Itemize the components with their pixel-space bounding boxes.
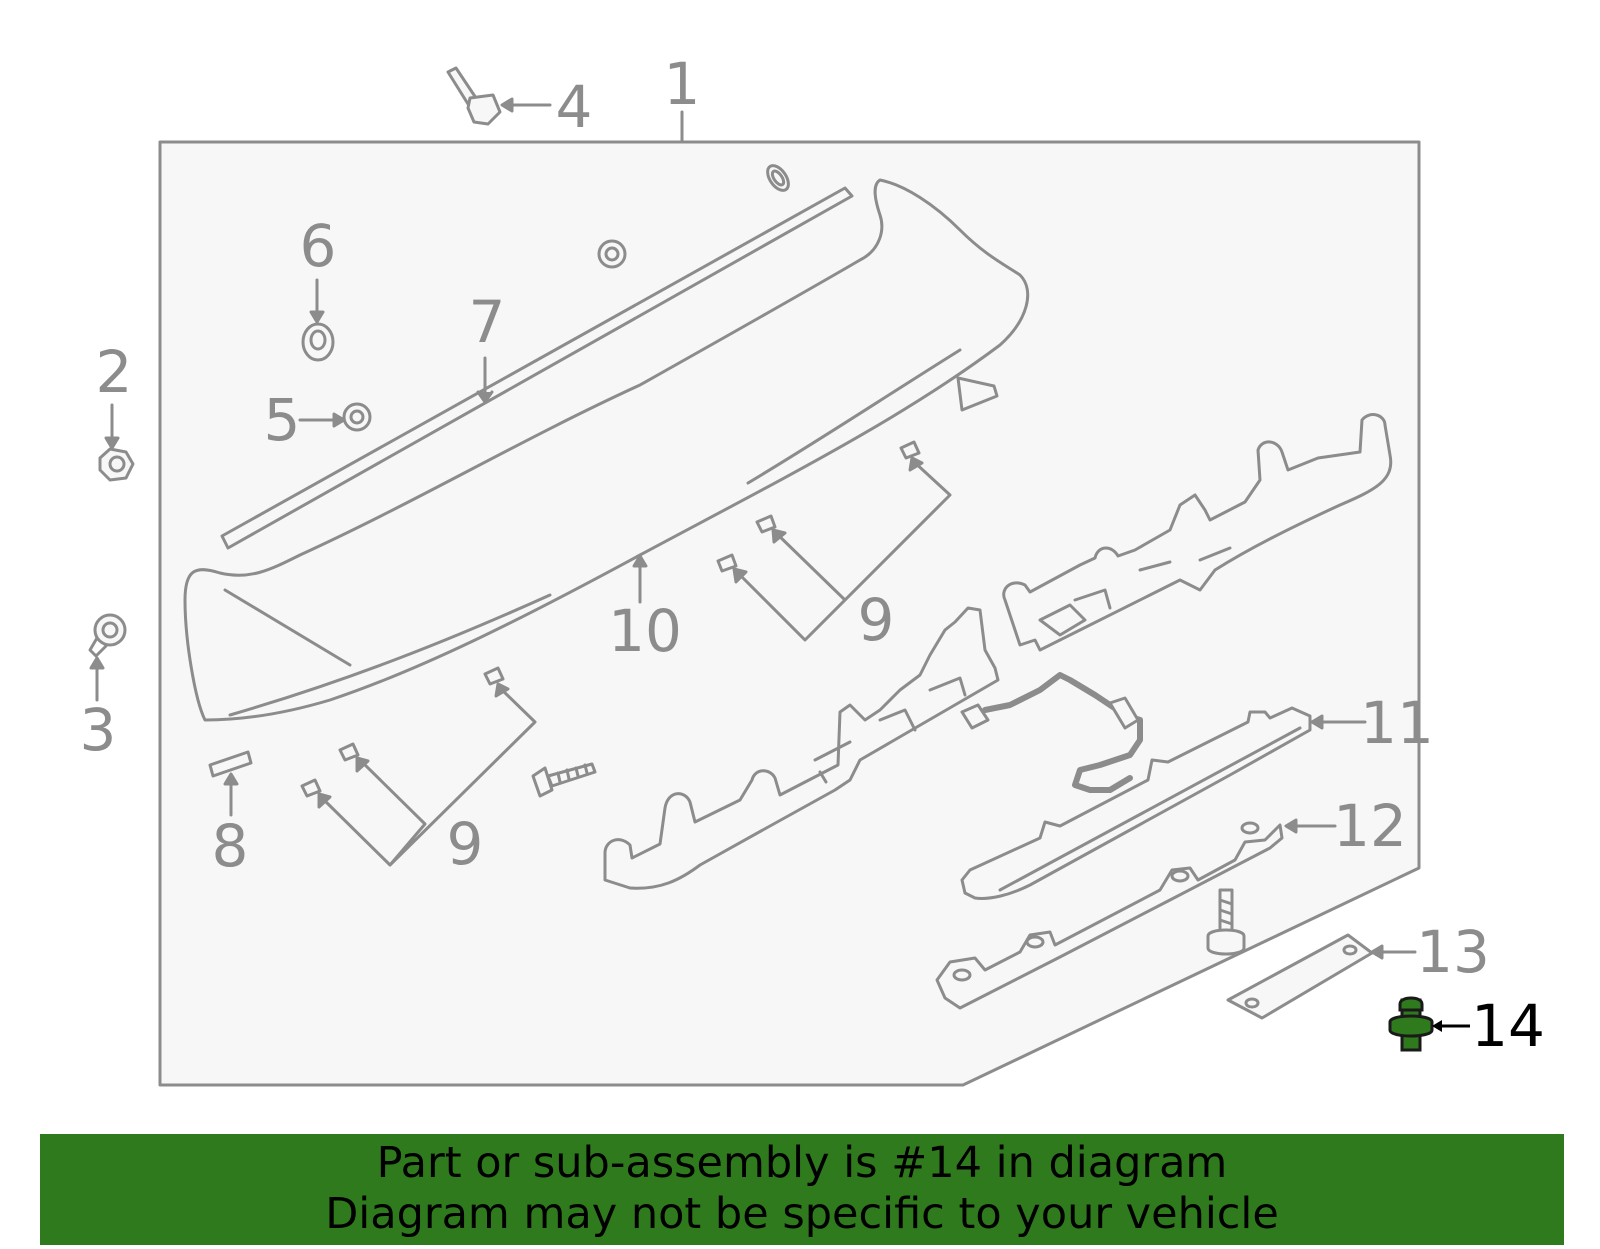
arrow-5 [332, 412, 346, 428]
screw-small [531, 762, 597, 798]
grommet-upper-inner [770, 169, 786, 187]
nut-part-5-inner [349, 409, 365, 425]
arrow-13 [1370, 944, 1384, 960]
spoiler-lower-line [228, 593, 552, 717]
callout-2: 2 [96, 338, 133, 406]
callout-9-upper: 9 [858, 586, 895, 654]
callout-3: 3 [80, 696, 117, 764]
arrow-9-upper-c [732, 567, 748, 584]
arrow-7 [476, 390, 494, 404]
lamp-part-11 [960, 706, 1312, 900]
bolt-part-4 [446, 66, 502, 126]
leader-lines-9-upper [735, 458, 952, 642]
bracket-lower [603, 606, 1000, 890]
leader-lines-9-lower [319, 686, 537, 867]
callout-7: 7 [469, 288, 506, 356]
clip-part-9-c [716, 553, 738, 573]
arrow-9-upper-a [908, 456, 924, 472]
callout-5: 5 [264, 386, 301, 454]
callout-13: 13 [1416, 918, 1490, 986]
arrow-3 [89, 656, 105, 670]
lens-part-12-boss-d [1240, 821, 1260, 835]
lens-part-12-boss-b [1025, 935, 1045, 949]
callout-11: 11 [1360, 689, 1434, 757]
clip-part-9-d [483, 666, 505, 686]
washer-part-6-inner [309, 329, 327, 351]
part-14-head [1398, 996, 1424, 1012]
callout-1: 1 [664, 50, 701, 118]
arrow-12 [1284, 818, 1298, 834]
nut-part-2-inner [108, 455, 126, 473]
trim-strip-part-7 [220, 186, 854, 550]
callout-9-lower: 9 [447, 810, 484, 878]
callout-6: 6 [300, 212, 337, 280]
gasket-part-13-hole-b [1342, 944, 1358, 956]
arrow-14 [1432, 1020, 1442, 1032]
callout-10: 10 [608, 597, 682, 665]
pad-part-8 [208, 750, 253, 778]
wire-connector [960, 703, 990, 730]
spoiler-edge-line [746, 348, 962, 485]
wire-harness [982, 672, 1143, 793]
lamp-part-11-edge [998, 726, 1302, 892]
wire-grommet [1108, 696, 1140, 730]
clip-part-9-f [300, 778, 322, 798]
callout-12: 12 [1333, 792, 1407, 860]
clip-part-9-b [755, 514, 777, 534]
clip-part-9-a [899, 440, 921, 460]
bolt-standing [1206, 888, 1246, 956]
grommet-mid-inner [604, 246, 620, 262]
lens-part-12-boss-a [952, 968, 972, 982]
bracket-upper-right-details [1038, 546, 1232, 637]
banner-line-part: Part or sub-assembly is #14 in diagram [376, 1138, 1228, 1188]
grommet-mid [597, 239, 627, 269]
arrow-9-lower-a [494, 682, 510, 698]
arrow-9-upper-b [771, 528, 787, 544]
lens-part-12-boss-c [1170, 869, 1190, 883]
callout-4: 4 [556, 73, 593, 141]
lens-part-12 [935, 823, 1284, 1010]
banner-line-disclaimer: Diagram may not be specific to your vehi… [325, 1189, 1279, 1239]
spoiler-strip [956, 376, 999, 412]
callout-8: 8 [212, 812, 249, 880]
arrow-9-lower-b [355, 756, 370, 773]
clip-part-9-e [338, 742, 360, 762]
clip-part-3 [93, 613, 127, 647]
assembly-panel [158, 140, 1421, 1087]
arrow-4 [500, 97, 514, 113]
arrow-10 [632, 554, 648, 568]
arrow-2 [104, 436, 120, 450]
clip-part-3-inner [101, 621, 119, 639]
callout-14: 14 [1471, 992, 1545, 1060]
arrow-8 [223, 772, 239, 786]
spoiler-side-line [223, 588, 352, 667]
highlighted-part-14 [1388, 996, 1434, 1052]
arrow-6 [309, 310, 325, 324]
clip-part-3-tab [88, 636, 108, 658]
arrow-11 [1310, 714, 1324, 730]
nut-part-5 [342, 402, 372, 432]
arrow-9-lower-c [317, 792, 332, 809]
spoiler-part-10 [183, 178, 1030, 722]
gasket-part-13-hole-a [1244, 997, 1260, 1009]
washer-part-6 [301, 322, 335, 362]
nut-part-2 [98, 447, 135, 482]
info-banner: Part or sub-assembly is #14 in diagram D… [40, 1134, 1564, 1245]
bracket-lower-details [813, 676, 967, 784]
part-14-flange [1388, 1014, 1434, 1038]
